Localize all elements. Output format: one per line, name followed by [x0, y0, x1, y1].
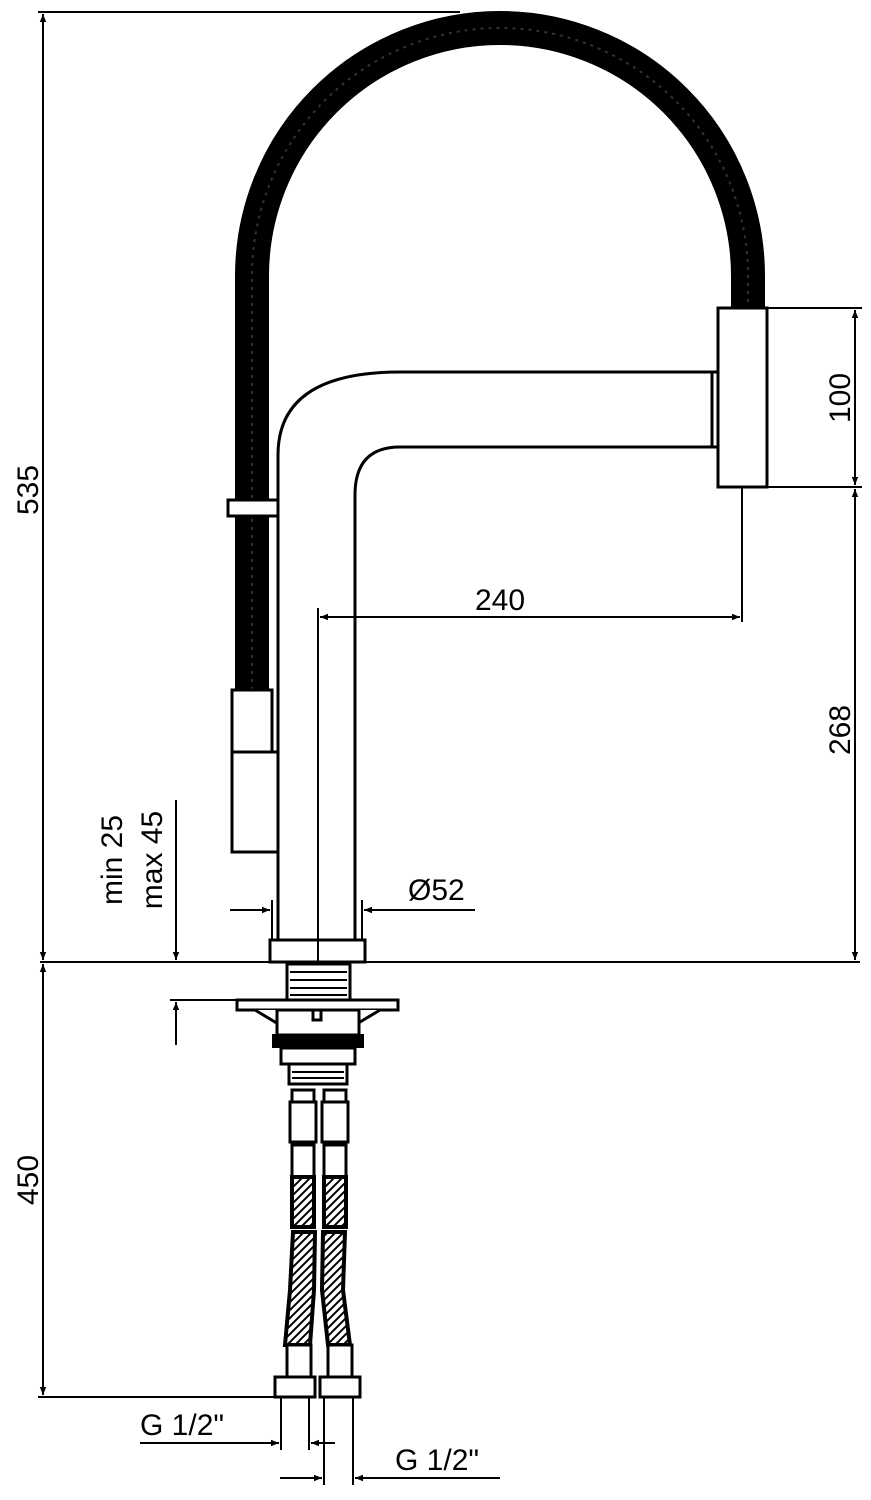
spout-body — [276, 370, 724, 947]
dimension-label: Ø52 — [408, 874, 465, 907]
dimension-hose-length: 450 — [12, 964, 280, 1398]
dimension-label: G 1/2" — [395, 1444, 479, 1477]
dimension-spray-head: 100 — [767, 307, 862, 488]
dimension-label: 100 — [824, 373, 857, 423]
dimension-base-diameter: Ø52 — [230, 874, 475, 940]
hose-weight — [230, 688, 274, 754]
pull-out-hose — [235, 11, 765, 690]
dimension-reach: 240 — [320, 487, 743, 622]
dimension-connection-right: G 1/2" — [280, 1397, 500, 1485]
dimension-total-height: 535 — [12, 11, 460, 960]
dimension-label: min 25 — [96, 815, 129, 905]
hose-clip — [226, 498, 280, 518]
spray-head — [716, 306, 769, 489]
dimension-label: 535 — [12, 465, 45, 515]
dimension-connection-left: G 1/2" — [140, 1397, 335, 1450]
dimension-label: 240 — [475, 584, 525, 617]
dimension-label: 268 — [824, 705, 857, 755]
dimension-label: max 45 — [136, 811, 169, 909]
mounting-hardware — [235, 962, 400, 1086]
dimension-deck-thickness: min 25 max 45 — [96, 800, 240, 1045]
dimension-label: G 1/2" — [140, 1409, 224, 1442]
supply-hose-right — [318, 1088, 362, 1399]
lever-handle — [230, 750, 280, 854]
dimension-spout-height: 268 — [824, 489, 859, 960]
supply-hose-left — [273, 1088, 318, 1399]
dimension-label: 450 — [12, 1155, 45, 1205]
